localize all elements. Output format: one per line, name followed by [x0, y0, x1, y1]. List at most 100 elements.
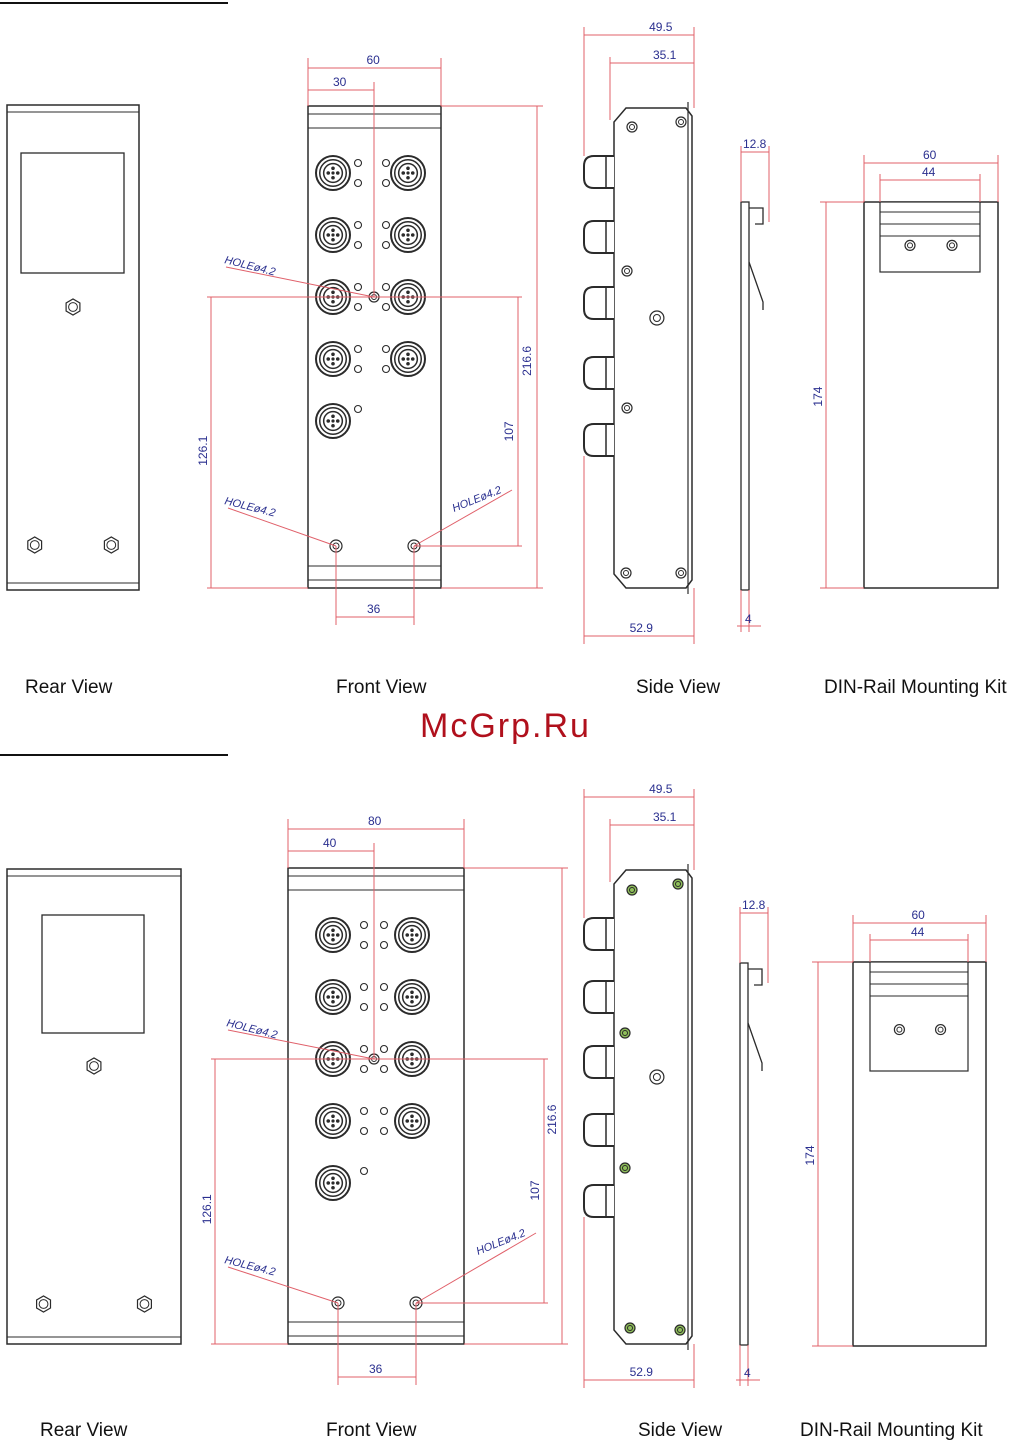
hole-label-mid: HOLEø4.2: [225, 1017, 278, 1041]
led-icon: [383, 366, 390, 373]
led-icon: [355, 366, 362, 373]
led-icon: [383, 180, 390, 187]
dim-hole-span-label: 126.1: [196, 435, 210, 465]
rear-label-plate: [42, 915, 144, 1033]
side-connector-icon: [584, 357, 614, 389]
led-icon: [381, 984, 388, 991]
dim-depth-label: 49.5: [649, 782, 673, 796]
rail-clip-bottom: [748, 1023, 762, 1071]
dim-din-height-label: 174: [811, 386, 825, 406]
side-connector-icon: [584, 1185, 614, 1217]
caption-side-view: Side View: [636, 677, 720, 698]
dim-din-height-label: 174: [803, 1145, 817, 1165]
led-icon: [355, 304, 362, 311]
led-icon: [361, 1046, 368, 1053]
drawing-panel-1: 6030216.6126.110736HOLEø4.2HOLEø4.2HOLEø…: [7, 20, 1007, 698]
led-icon: [381, 1108, 388, 1115]
dim-width-label: 60: [367, 53, 381, 67]
side-connector-icon: [584, 156, 614, 188]
m12-connector-icon: [316, 342, 350, 376]
dim-din-width-label: 60: [912, 908, 926, 922]
dim-depth-bottom-label: 52.9: [630, 621, 654, 635]
m12-connector-icon: [316, 918, 350, 952]
dim-din-inner-label: 44: [911, 925, 925, 939]
led-icon: [355, 222, 362, 229]
watermark-text: McGrp.Ru: [420, 707, 591, 745]
m12-connector-icon: [395, 1104, 429, 1138]
side-connector-icon: [584, 1114, 614, 1146]
side-connector-icon: [584, 918, 614, 950]
led-icon: [381, 942, 388, 949]
led-icon: [361, 1108, 368, 1115]
dim-width-label: 80: [368, 814, 382, 828]
m12-connector-icon: [316, 1166, 350, 1200]
dim-hole-offset-label: 107: [528, 1180, 542, 1200]
rail-clip-bottom: [749, 262, 763, 310]
side-connector-icon: [584, 287, 614, 319]
screw-icon: [622, 403, 632, 413]
screw-icon: [676, 568, 686, 578]
dim-height-label: 216.6: [545, 1104, 559, 1134]
nut-icon: [138, 1296, 152, 1312]
led-icon: [361, 942, 368, 949]
dim-rail-thickness-label: 4: [745, 612, 752, 626]
led-icon: [361, 1128, 368, 1135]
caption-front-view: Front View: [326, 1420, 417, 1441]
screw-icon: [947, 240, 957, 250]
led-icon: [381, 1046, 388, 1053]
dim-depth-inner-label: 35.1: [653, 48, 677, 62]
m12-connector-icon: [391, 342, 425, 376]
side-connector-icon: [584, 424, 614, 456]
nut-icon: [66, 299, 80, 315]
led-icon: [361, 922, 368, 929]
nut-icon: [104, 537, 118, 553]
dim-rail-width-label: 12.8: [743, 137, 767, 151]
dim-half-label: 40: [323, 836, 337, 850]
screw-icon: [675, 1325, 685, 1335]
nut-icon: [28, 537, 42, 553]
led-icon: [383, 242, 390, 249]
m12-connector-icon: [316, 980, 350, 1014]
dim-depth-label: 49.5: [649, 20, 673, 34]
rail-clip-top: [749, 208, 763, 224]
m12-connector-icon: [316, 156, 350, 190]
screw-icon: [621, 568, 631, 578]
m12-connector-icon: [395, 980, 429, 1014]
dim-rail-thickness-label: 4: [744, 1366, 751, 1380]
screw-icon: [936, 1025, 946, 1035]
led-icon: [361, 984, 368, 991]
led-icon: [383, 222, 390, 229]
dim-hole-span-label: 126.1: [200, 1194, 214, 1224]
side-view-outline: [614, 108, 692, 588]
led-icon: [383, 160, 390, 167]
screw-icon: [622, 266, 632, 276]
led-icon: [381, 1004, 388, 1011]
screw-icon: [894, 1025, 904, 1035]
m12-connector-icon: [316, 1104, 350, 1138]
hole-label-mid: HOLEø4.2: [223, 254, 276, 278]
screw-icon: [620, 1028, 630, 1038]
side-view-outline: [614, 870, 692, 1344]
screw-icon: [650, 311, 664, 325]
dim-depth-inner-label: 35.1: [653, 810, 677, 824]
screw-icon: [905, 240, 915, 250]
dim-height-label: 216.6: [520, 346, 534, 376]
m12-connector-icon: [391, 156, 425, 190]
front-view-outline: [288, 868, 464, 1344]
led-icon: [361, 1168, 368, 1175]
hole-label-bottom-left: HOLEø4.2: [223, 1254, 276, 1278]
led-icon: [361, 1066, 368, 1073]
screw-icon: [673, 879, 683, 889]
screw-icon: [627, 885, 637, 895]
dim-din-inner-label: 44: [922, 165, 936, 179]
dim-rail-width-label: 12.8: [742, 898, 766, 912]
led-icon: [383, 346, 390, 353]
led-icon: [383, 304, 390, 311]
dim-hole-spacing-label: 36: [367, 602, 381, 616]
led-icon: [355, 160, 362, 167]
led-icon: [355, 346, 362, 353]
caption-front-view: Front View: [336, 677, 427, 698]
rail-clip-top: [748, 969, 762, 985]
screw-icon: [676, 117, 686, 127]
